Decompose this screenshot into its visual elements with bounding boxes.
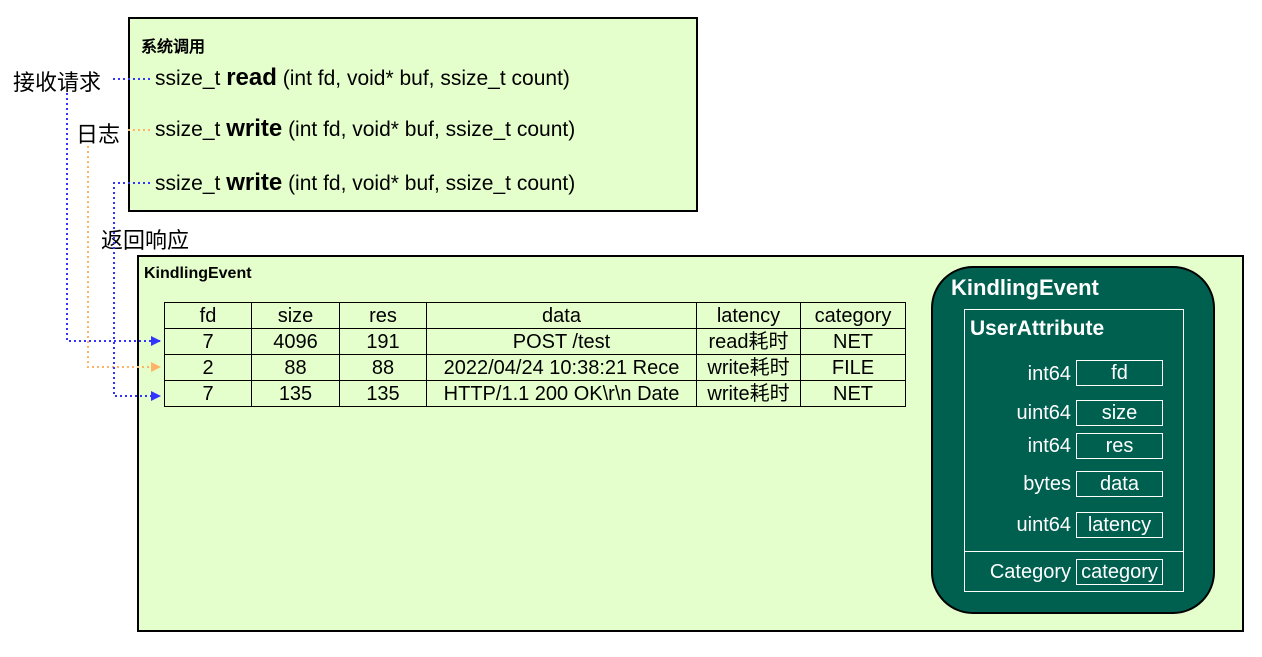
syscall-return-type: ssize_t [155,67,221,90]
syscall-write-response: ssize_t write (int fd, void* buf, ssize_… [155,169,575,197]
request-arrow [66,93,161,346]
label-receive-request: 接收请求 [13,71,102,96]
table-cell: 7 [164,380,252,407]
table-cell: write耗时 [696,380,801,407]
field-name-category: category [1076,559,1163,585]
field-type-latency: uint64 [1016,514,1072,536]
attr-divider [965,551,1183,552]
column-header-res: res [339,302,427,329]
event-box-title: KindlingEvent [144,265,252,282]
field-name-fd: fd [1076,360,1163,386]
field-name-size: size [1076,400,1163,426]
table-cell: NET [800,380,906,407]
syscall-function-name: write [226,115,283,142]
syscall-box-title: 系统调用 [141,39,206,56]
syscall-function-name: write [226,169,283,196]
table-cell: 4096 [251,328,340,355]
table-cell: 135 [339,380,427,407]
syscall-box [128,17,698,212]
user-attribute-box: UserAttribute int64 fd uint64 size int64… [964,309,1184,592]
table-cell: FILE [800,354,906,381]
label-log: 日志 [76,123,121,148]
syscall-write-log: ssize_t write (int fd, void* buf, ssize_… [155,115,575,143]
field-type-fd: int64 [1027,363,1071,385]
label-return-response: 返回响应 [101,229,190,254]
field-name-data: data [1076,471,1163,497]
table-row: 7 4096 191 POST /test read耗时 NET [164,328,906,355]
syscall-return-type: ssize_t [155,118,221,141]
field-type-category: Category [989,561,1071,583]
user-attribute-title: UserAttribute [970,317,1105,340]
table-cell: 88 [339,354,427,381]
table-cell: 2022/04/24 10:38:21 Rece [426,354,697,381]
schema-panel-title: KindlingEvent [951,275,1099,300]
syscall-args: (int fd, void* buf, ssize_t count) [288,118,576,141]
table-cell: 135 [251,380,340,407]
column-header-data: data [426,302,697,329]
field-type-data: bytes [1023,473,1071,495]
table-cell: NET [800,328,906,355]
table-row: 2 88 88 2022/04/24 10:38:21 Rece write耗时… [164,354,906,381]
table-cell: 88 [251,354,340,381]
syscall-return-type: ssize_t [155,172,221,195]
table-cell: read耗时 [696,328,801,355]
log-arrow [87,146,161,372]
response-arrow [113,182,161,401]
field-name-latency: latency [1076,512,1163,538]
syscall-read: ssize_t read (int fd, void* buf, ssize_t… [155,64,570,92]
field-type-size: uint64 [1016,402,1072,424]
table-row: 7 135 135 HTTP/1.1 200 OK\r\n Date write… [164,380,906,407]
field-name-res: res [1076,433,1163,459]
table-cell: 2 [164,354,252,381]
syscall-function-name: read [226,64,277,91]
field-type-res: int64 [1027,435,1071,457]
column-header-category: category [800,302,906,329]
events-table: fd size res data latency category 7 4096… [164,302,906,407]
kindling-event-schema-panel: KindlingEvent UserAttribute int64 fd uin… [931,266,1215,614]
table-cell: HTTP/1.1 200 OK\r\n Date [426,380,697,407]
syscall-args: (int fd, void* buf, ssize_t count) [282,67,570,90]
syscall-args: (int fd, void* buf, ssize_t count) [288,172,576,195]
